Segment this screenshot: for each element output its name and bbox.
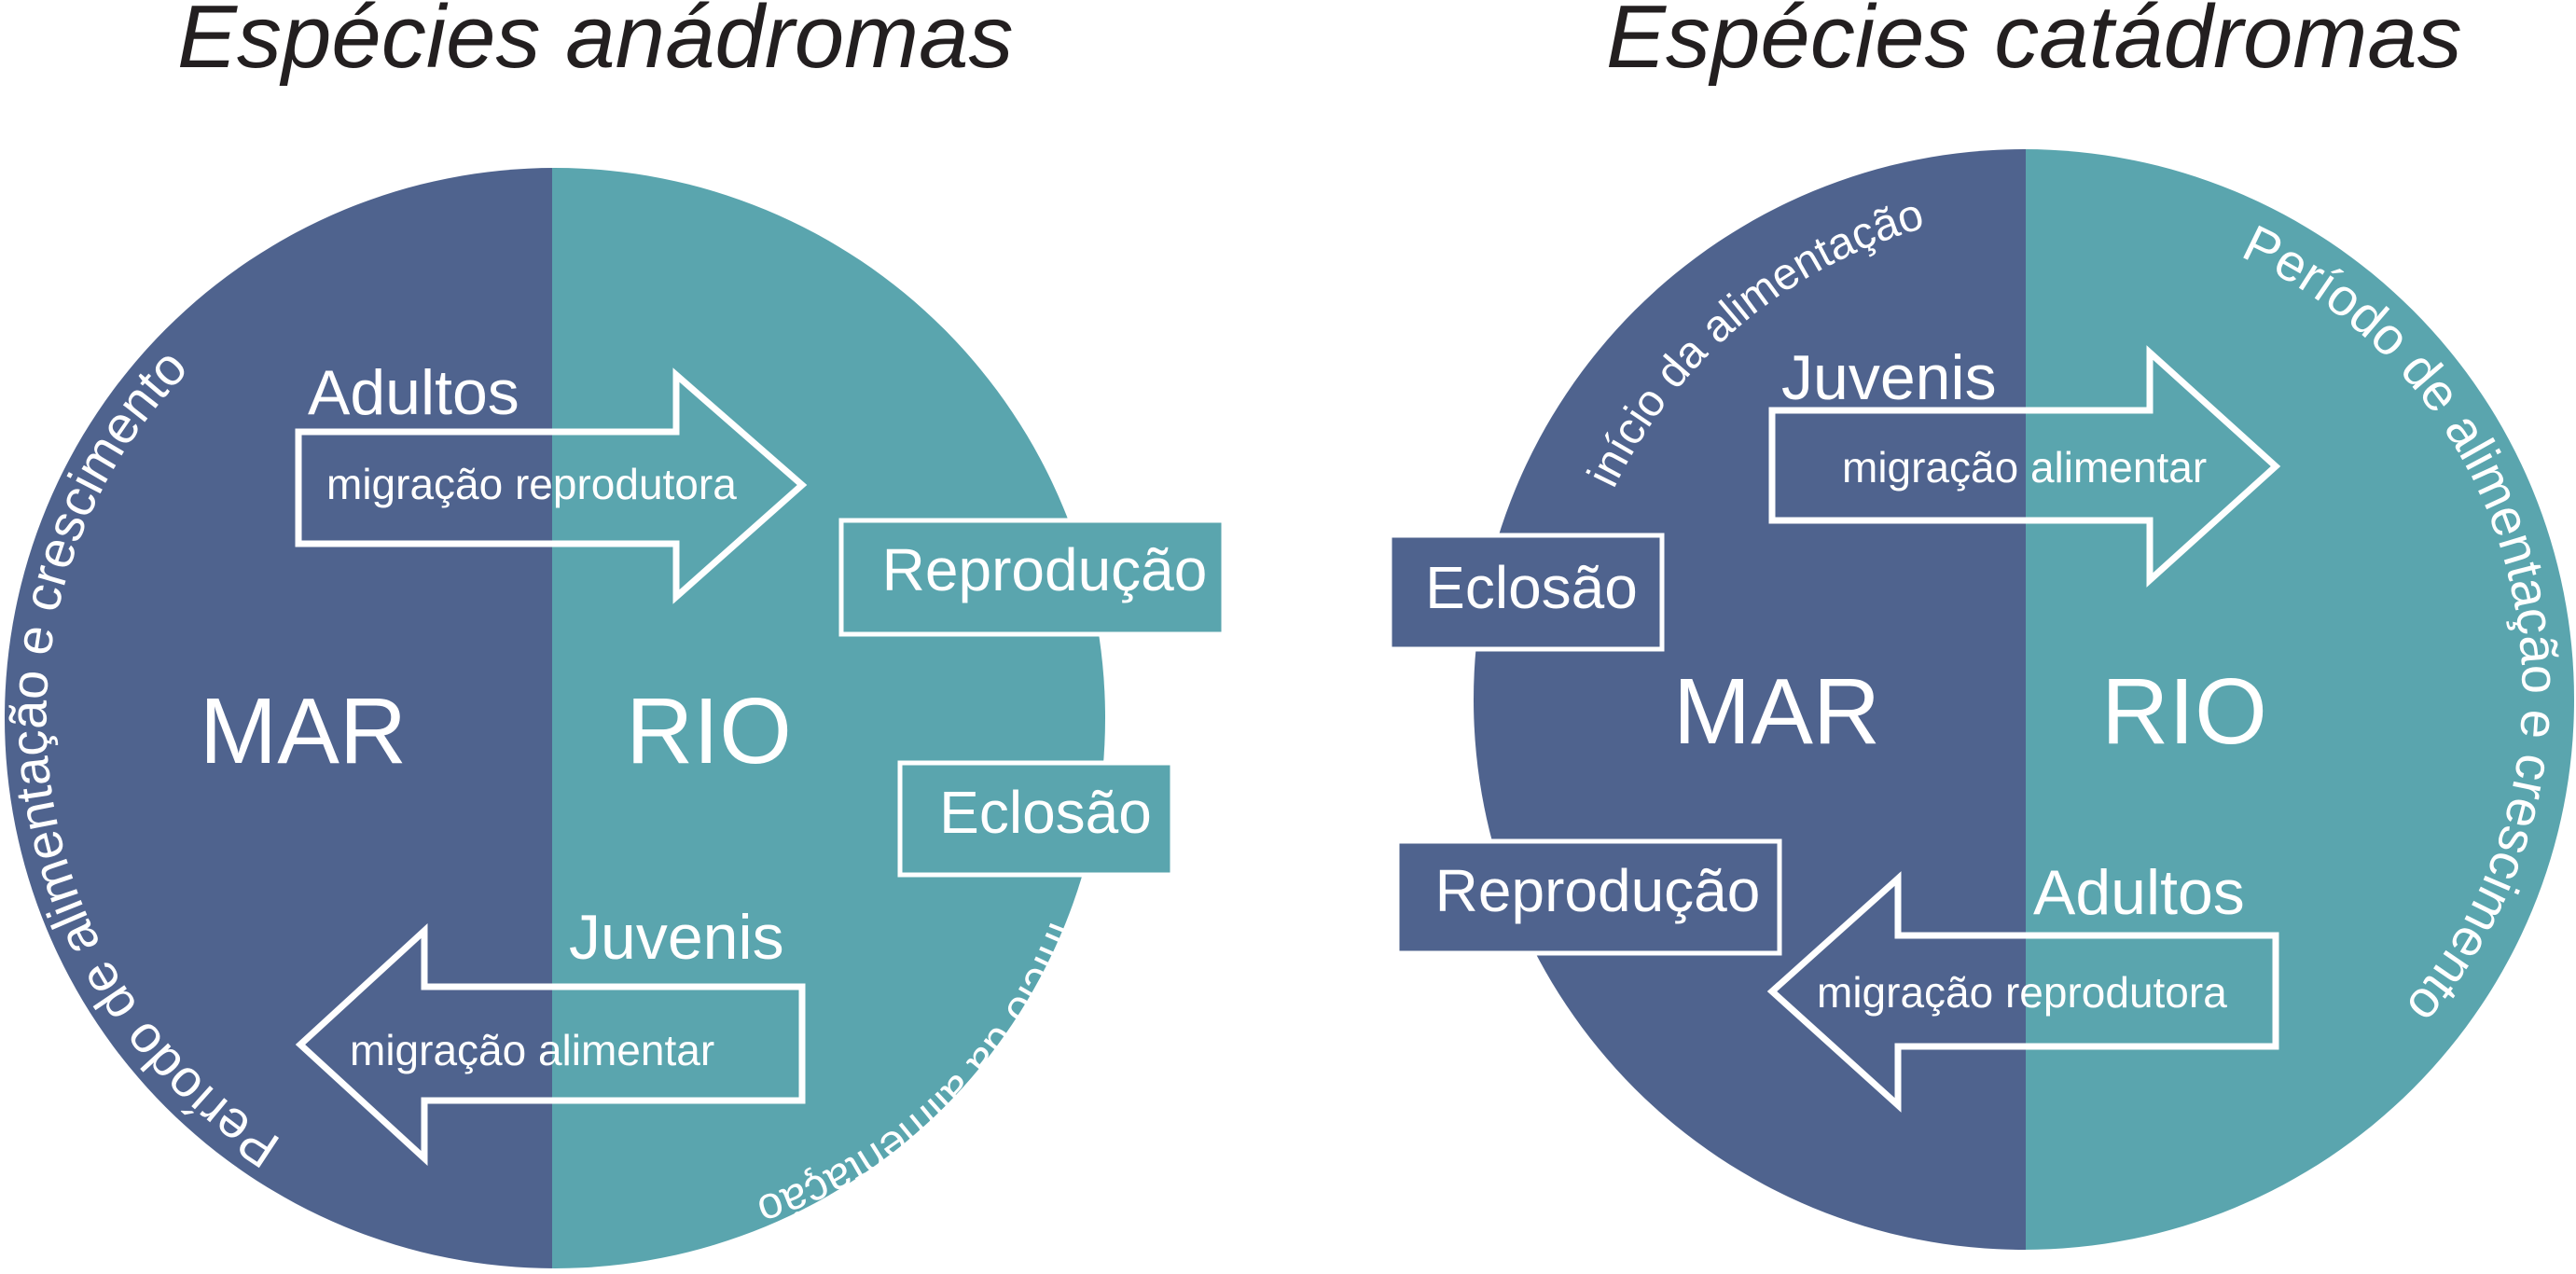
anadromous-hatching-text: Eclosão xyxy=(939,779,1152,846)
anadromous-reproductive-migration-text: migração reprodutora xyxy=(326,460,737,508)
anadromous-adults-label: Adultos xyxy=(308,357,519,428)
anadromous-hatching-box: Eclosão xyxy=(897,760,1175,878)
catadromous-feeding-migration-arrow xyxy=(1768,345,2281,588)
catadromous-sea-label: MAR xyxy=(1673,659,1880,764)
catadromous-reproductive-migration-text: migração reprodutora xyxy=(1817,968,2227,1017)
catadromous-hatching-text: Eclosão xyxy=(1425,554,1638,621)
anadromous-reproduction-text: Reprodução xyxy=(882,536,1208,603)
catadromous-diagram: Espécies catádromas MAR RIO início da al… xyxy=(1387,0,2574,1250)
catadromous-reproduction-box: Reprodução xyxy=(1394,838,1782,956)
catadromous-adults-label: Adultos xyxy=(2033,857,2245,928)
catadromous-circle xyxy=(1474,149,2574,1250)
anadromous-feeding-migration-text: migração alimentar xyxy=(350,1026,714,1074)
anadromous-reproductive-migration-arrow xyxy=(295,367,808,604)
catadromous-hatching-box: Eclosão xyxy=(1387,533,1665,652)
anadromous-juveniles-label: Juvenis xyxy=(569,902,784,973)
anadromous-title: Espécies anádromas xyxy=(177,0,1013,87)
catadromous-reproduction-text: Reprodução xyxy=(1435,857,1761,924)
catadromous-title: Espécies catádromas xyxy=(1606,0,2462,87)
anadromous-feeding-migration-arrow xyxy=(295,923,806,1166)
catadromous-river-label: RIO xyxy=(2101,659,2267,764)
anadromous-diagram: Espécies anádromas MAR RIO Período de al… xyxy=(0,0,1226,1268)
catadromous-juveniles-label: Juvenis xyxy=(1781,342,1997,413)
anadromous-reproduction-box: Reprodução xyxy=(838,518,1226,637)
catadromous-feeding-migration-text: migração alimentar xyxy=(1842,443,2207,492)
anadromous-river-label: RIO xyxy=(626,679,792,783)
catadromous-reproductive-migration-arrow xyxy=(1766,871,2279,1113)
anadromous-sea-label: MAR xyxy=(200,679,407,783)
